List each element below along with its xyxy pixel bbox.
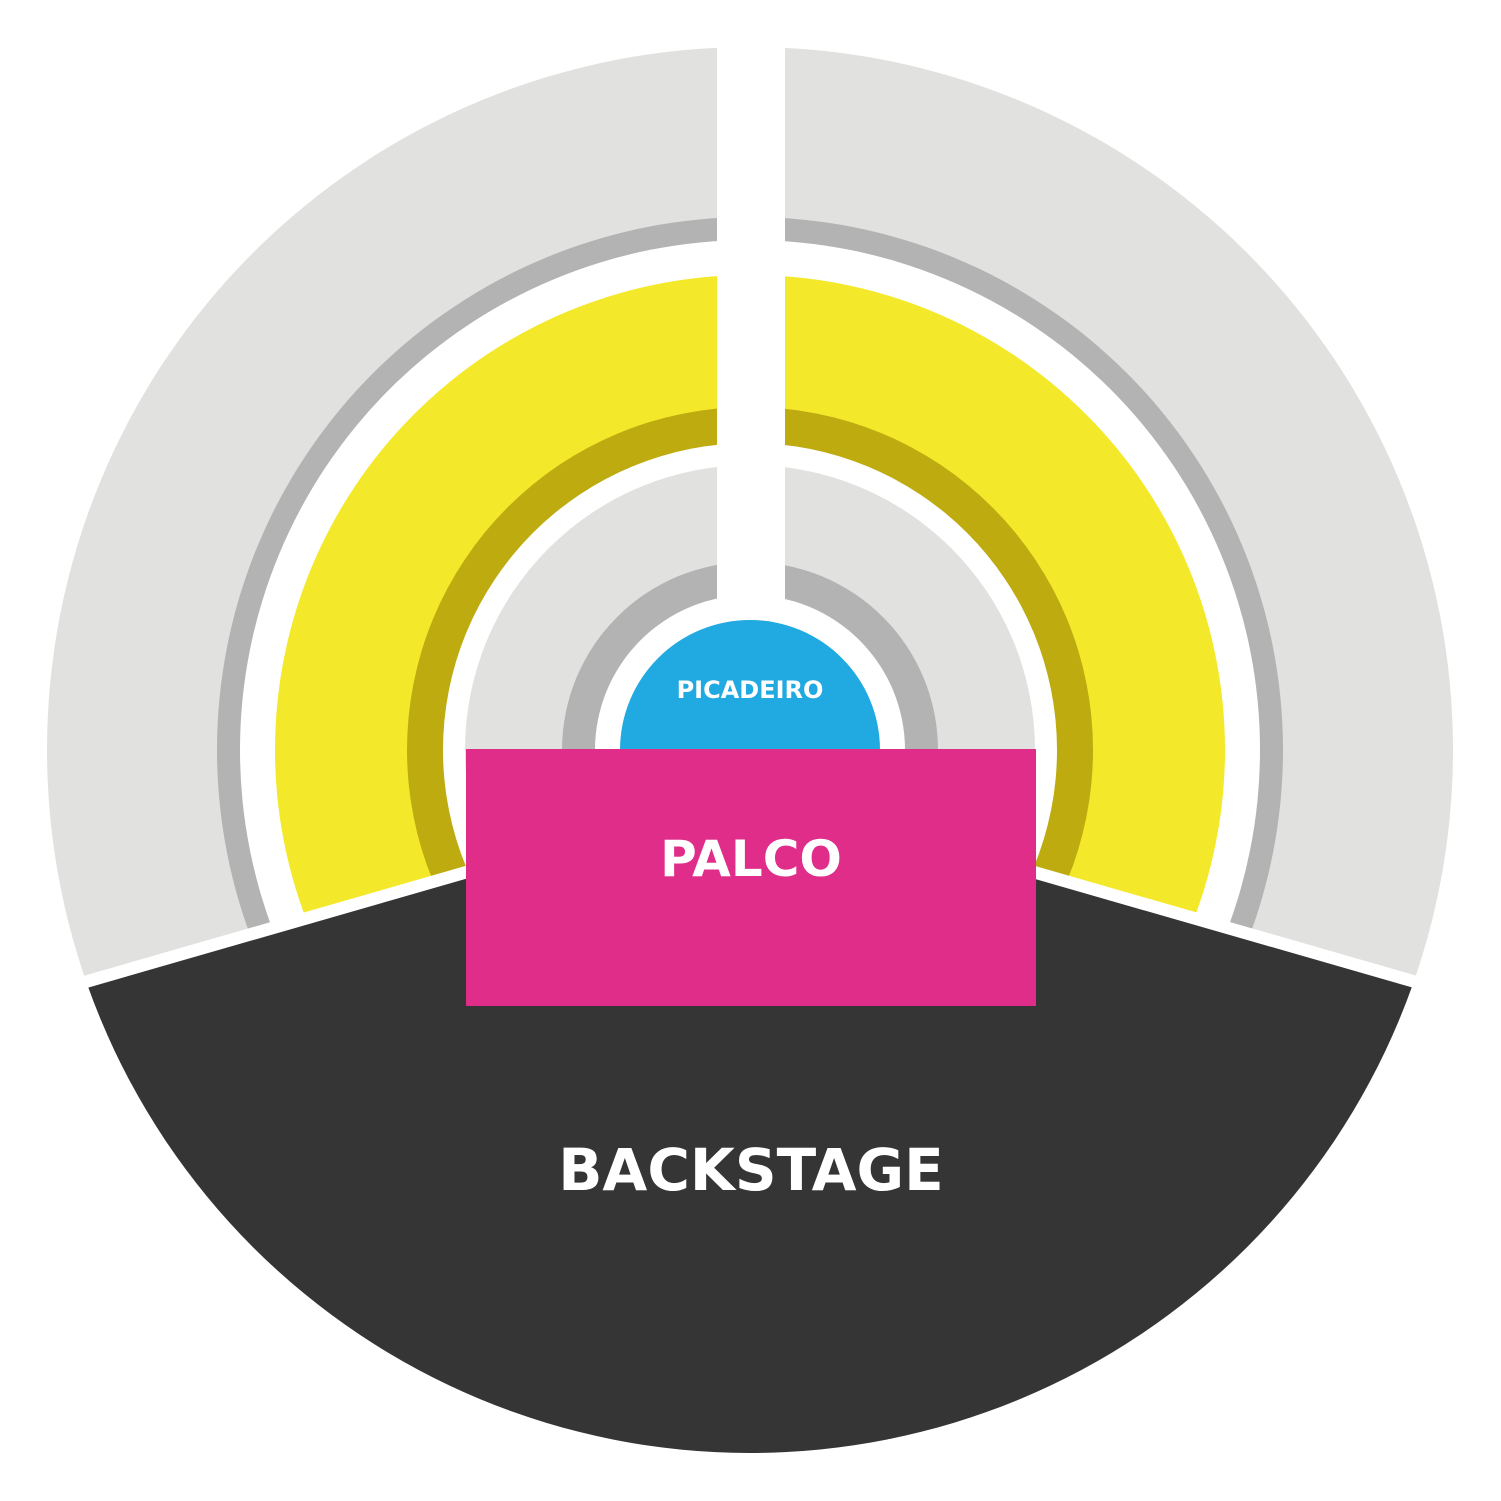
palco-stage[interactable] <box>466 749 1036 1006</box>
center-aisle <box>717 0 785 622</box>
picadeiro-label: PICADEIRO <box>677 676 824 704</box>
palco-label: PALCO <box>660 830 842 888</box>
backstage-area[interactable] <box>0 797 1501 1501</box>
backstage-label: BACKSTAGE <box>558 1136 944 1204</box>
